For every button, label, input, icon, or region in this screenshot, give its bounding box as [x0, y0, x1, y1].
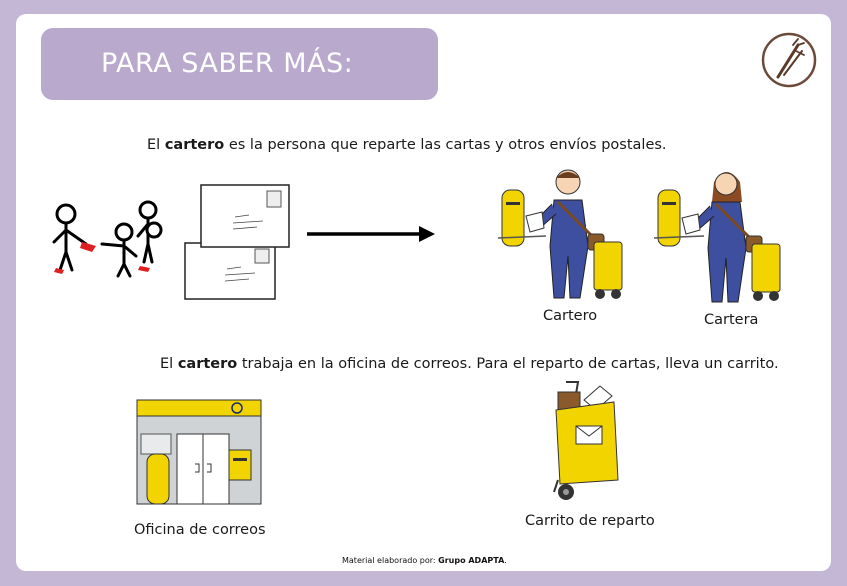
post-office-icon: [136, 399, 262, 505]
postwoman-icon: [653, 172, 781, 303]
sentence1-bold: cartero: [164, 137, 225, 153]
people-exchange-icon: [52, 200, 163, 278]
footer-bold: Grupo ADAPTA: [438, 556, 505, 565]
caption-carrito: Carrito de reparto: [525, 513, 655, 529]
title-banner: PARA SABER MÁS:: [41, 28, 438, 100]
sentence2-post: trabaja en la oficina de correos. Para e…: [237, 356, 779, 372]
sentence2-pre: El: [160, 356, 178, 372]
caption-oficina: Oficina de correos: [134, 522, 266, 538]
sentence1-pre: El: [147, 137, 165, 153]
sentence-cartero-definition: El cartero es la persona que reparte las…: [147, 137, 667, 153]
envelopes-icon: [184, 184, 290, 300]
mail-cart-icon: [553, 381, 619, 500]
sentence-cartero-work: El cartero trabaja en la oficina de corr…: [160, 356, 779, 372]
footer-credit: Material elaborado por: Grupo ADAPTA.: [342, 556, 507, 565]
postman-icon: [497, 169, 623, 299]
page-title: PARA SABER MÁS:: [101, 48, 354, 79]
arrow-right-icon: [307, 226, 435, 242]
caption-cartero: Cartero: [543, 308, 598, 324]
logo-icon: [761, 32, 817, 88]
sentence1-post: es la persona que reparte las cartas y o…: [224, 137, 667, 153]
footer-post: .: [504, 556, 507, 565]
sentence2-bold: cartero: [177, 356, 238, 372]
footer-pre: Material elaborado por:: [342, 556, 439, 565]
caption-cartera: Cartera: [704, 312, 759, 328]
